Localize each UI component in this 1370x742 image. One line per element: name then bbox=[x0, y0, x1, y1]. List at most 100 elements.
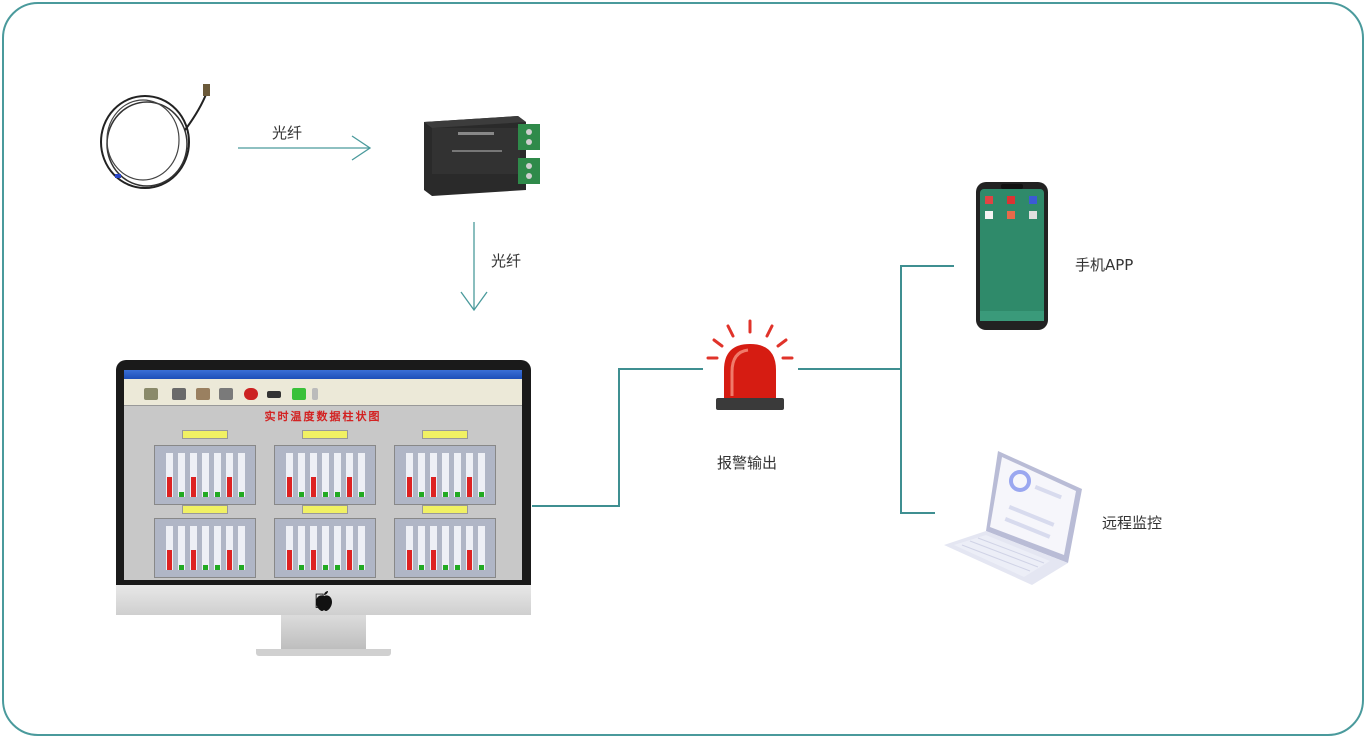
screen-bar-track bbox=[178, 526, 185, 570]
screen-bar-track bbox=[466, 453, 473, 497]
screen-bar-track bbox=[298, 526, 305, 570]
apple-logo-shape bbox=[316, 591, 332, 611]
screen-bar-track bbox=[358, 453, 365, 497]
screen-bar bbox=[179, 565, 184, 570]
screen-bar-track bbox=[466, 526, 473, 570]
screen-bar-track bbox=[286, 453, 293, 497]
screen-bar bbox=[407, 550, 412, 570]
screen-bar-track bbox=[442, 453, 449, 497]
screen-bar bbox=[443, 565, 448, 570]
line-split-to-phone bbox=[900, 265, 954, 514]
screen-bar bbox=[287, 550, 292, 570]
screen-bar-track bbox=[430, 526, 437, 570]
phone-app-label: 手机APP bbox=[1075, 256, 1134, 274]
screen-bar-track bbox=[334, 526, 341, 570]
screen-bar bbox=[179, 492, 184, 497]
screen-bar bbox=[455, 565, 460, 570]
screen-bar-track bbox=[202, 453, 209, 497]
screen-bar-track bbox=[334, 453, 341, 497]
screen-bar bbox=[431, 550, 436, 570]
screen-bar-track bbox=[430, 453, 437, 497]
screen-bar bbox=[467, 550, 472, 570]
screen-bar bbox=[419, 492, 424, 497]
screen-bar-track bbox=[238, 453, 245, 497]
screen-bar bbox=[191, 477, 196, 497]
screen-bar bbox=[467, 477, 472, 497]
screen-bar bbox=[203, 565, 208, 570]
laptop-icon bbox=[944, 451, 1082, 585]
screen-bar bbox=[239, 492, 244, 497]
screen-bar bbox=[227, 550, 232, 570]
monitor-stand bbox=[281, 615, 366, 650]
screen-bar-track bbox=[214, 453, 221, 497]
screen-bar-track bbox=[238, 526, 245, 570]
screen-bar-track bbox=[418, 526, 425, 570]
screen-bar-track bbox=[358, 526, 365, 570]
screen-bar bbox=[431, 477, 436, 497]
screen-bar-track bbox=[406, 526, 413, 570]
screen-bar-track bbox=[346, 526, 353, 570]
screen-bar bbox=[323, 492, 328, 497]
screen-bar bbox=[323, 565, 328, 570]
screen-bar bbox=[335, 565, 340, 570]
screen-bar-track bbox=[214, 526, 221, 570]
screen-bar-track bbox=[406, 453, 413, 497]
signal-demodulator-box-icon bbox=[424, 116, 540, 196]
screen-bar bbox=[227, 477, 232, 497]
screen-bar bbox=[335, 492, 340, 497]
screen-bar bbox=[215, 492, 220, 497]
remote-monitor-label: 远程监控 bbox=[1102, 514, 1163, 532]
screen-bar bbox=[359, 565, 364, 570]
screen-bar-track bbox=[166, 526, 173, 570]
screen-bar-track bbox=[454, 526, 461, 570]
screen-bar bbox=[455, 492, 460, 497]
screen-bar-track bbox=[322, 526, 329, 570]
screen-bar bbox=[203, 492, 208, 497]
alarm-beacon-icon bbox=[706, 319, 794, 410]
screen-bar bbox=[287, 477, 292, 497]
screen-bar-track bbox=[442, 526, 449, 570]
screen-bar-track bbox=[190, 453, 197, 497]
screen-bar-track bbox=[178, 453, 185, 497]
screen-toolbar bbox=[124, 385, 522, 406]
alarm-output-label: 报警输出 bbox=[717, 454, 778, 472]
edge-label-fiber-1: 光纤 bbox=[272, 124, 303, 142]
screen-bar bbox=[479, 492, 484, 497]
screen-bar-track bbox=[226, 526, 233, 570]
screen-bar bbox=[167, 477, 172, 497]
line-computer-to-alarm bbox=[532, 368, 703, 507]
edge-label-fiber-2: 光纤 bbox=[491, 252, 522, 270]
screen-bar-track bbox=[310, 453, 317, 497]
screen-bar-track bbox=[166, 453, 173, 497]
screen-bar bbox=[359, 492, 364, 497]
screen-bar bbox=[311, 550, 316, 570]
screen-bar-track bbox=[310, 526, 317, 570]
screen-bar-track bbox=[226, 453, 233, 497]
screen-bar bbox=[443, 492, 448, 497]
screen-bar-track bbox=[298, 453, 305, 497]
monitor-screen: 实时温度数据柱状图 bbox=[124, 370, 522, 580]
screen-bar-track bbox=[286, 526, 293, 570]
screen-bars bbox=[166, 453, 485, 570]
monitor-foot bbox=[256, 649, 391, 656]
screen-bar-track bbox=[478, 526, 485, 570]
screen-bar bbox=[311, 477, 316, 497]
screen-bar bbox=[215, 565, 220, 570]
fiber-optic-cable-icon bbox=[100, 84, 210, 189]
screen-chart-title: 实时温度数据柱状图 bbox=[264, 410, 382, 423]
screen-bar bbox=[299, 492, 304, 497]
screen-bar bbox=[407, 477, 412, 497]
screen-bar-track bbox=[322, 453, 329, 497]
smartphone-icon bbox=[976, 182, 1048, 330]
screen-bar bbox=[419, 565, 424, 570]
screen-bar-track bbox=[202, 526, 209, 570]
screen-bar-track bbox=[454, 453, 461, 497]
screen-bar-track bbox=[190, 526, 197, 570]
screen-bar bbox=[479, 565, 484, 570]
screen-bar bbox=[191, 550, 196, 570]
screen-bar bbox=[239, 565, 244, 570]
screen-bar-track bbox=[418, 453, 425, 497]
monitor-bezel: 实时温度数据柱状图 bbox=[116, 360, 531, 585]
